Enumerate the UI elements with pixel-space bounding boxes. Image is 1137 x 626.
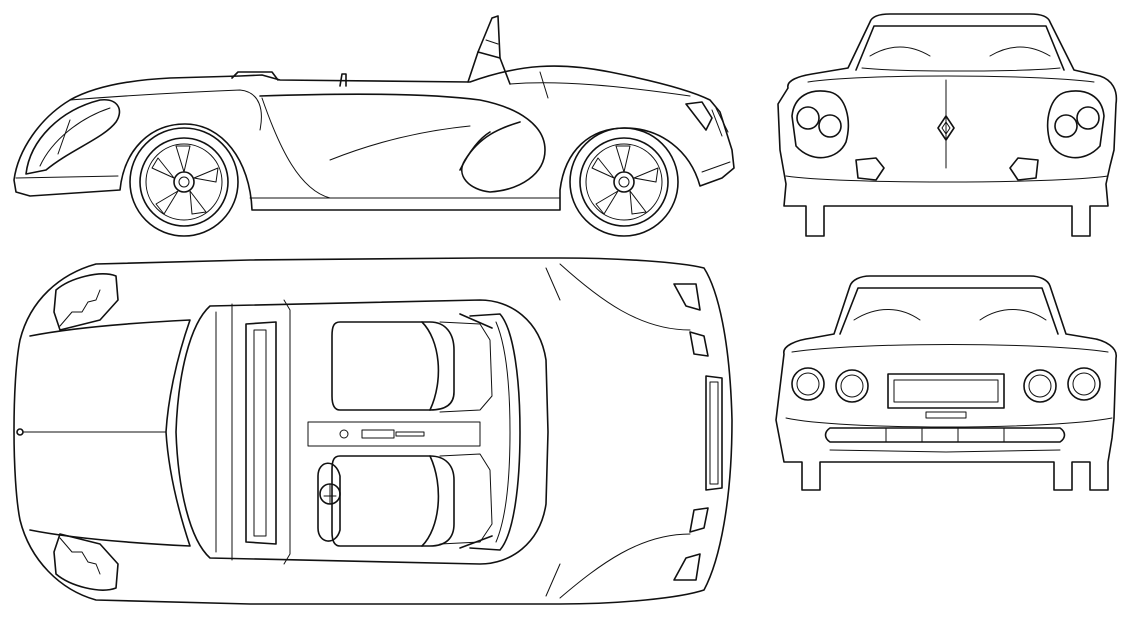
top-steering-wheel [317,462,341,542]
front-body-outline [777,13,1118,237]
front-badge-icon [937,115,955,141]
front-left-foglight [855,157,885,181]
front-left-headlight [791,90,850,159]
top-body-outline [13,257,733,605]
side-body-outline [13,65,735,211]
side-rear-wheel [569,127,679,237]
side-door-scoop [259,93,546,193]
side-view [13,15,735,237]
side-roll-bar [467,15,511,85]
front-right-headlight [1046,90,1105,159]
side-front-wheel [129,127,239,237]
rear-body-outline [775,275,1117,491]
front-right-foglight [1009,157,1039,181]
side-headlight [25,99,121,175]
top-roll-bar [469,313,521,551]
rear-right-lamps [1023,367,1101,403]
rear-view [775,275,1117,491]
top-cockpit [175,299,549,565]
rear-license-plate [887,373,1005,409]
rear-left-lamps [791,367,869,403]
top-view [13,257,733,605]
front-view [777,13,1118,237]
